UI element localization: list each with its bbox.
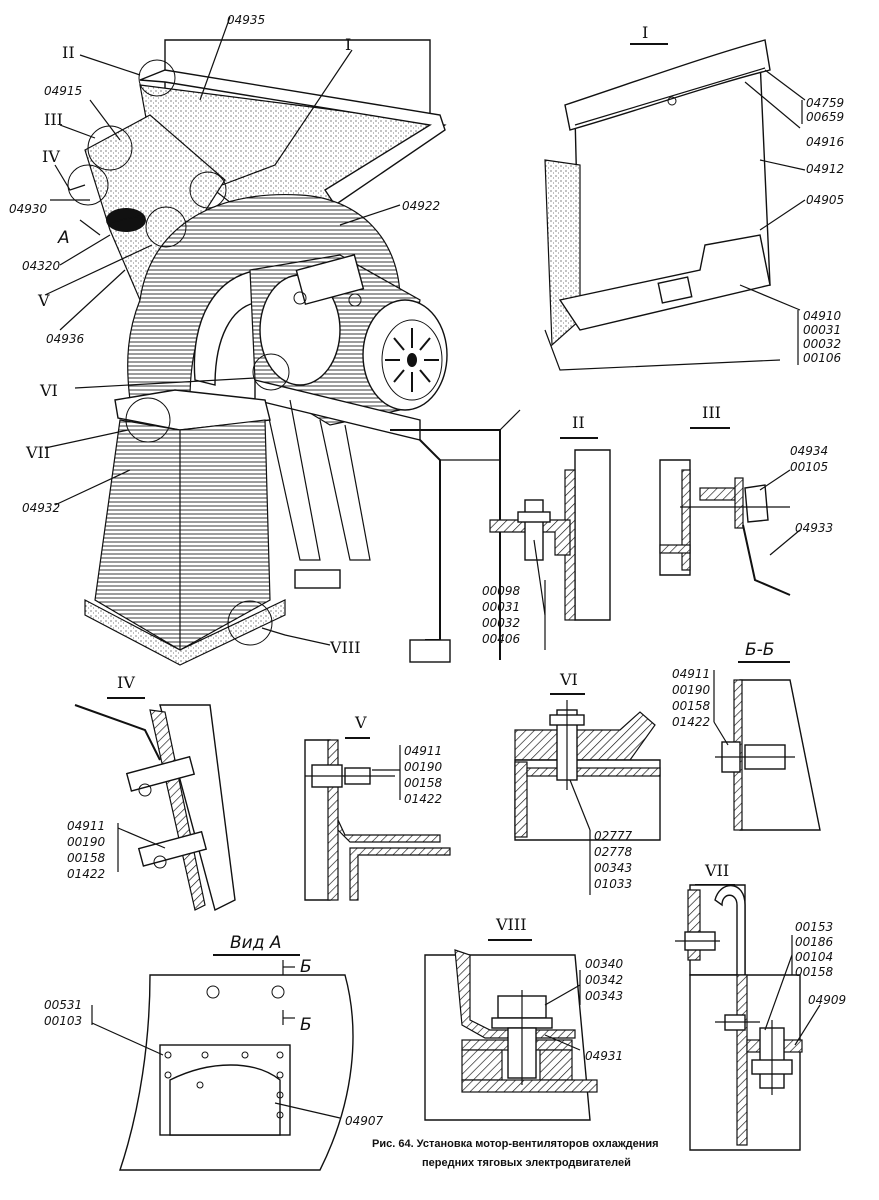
- detail-I-label-00659: 00659: [806, 110, 844, 124]
- detail-V-label-04911: 04911: [404, 744, 442, 758]
- detail-VII-label-04909: 04909: [808, 993, 846, 1007]
- view-A: Вид А Б Б 00531 00103 04907: [44, 933, 384, 1171]
- motor-fan-cover: [362, 299, 448, 411]
- ref-VIII: VIII: [329, 638, 361, 657]
- ref-I: I: [345, 35, 351, 54]
- detail-II-label-00098: 00098: [482, 584, 521, 598]
- detail-IV-label-01422: 01422: [67, 867, 105, 881]
- section-BB: Б-Б 04911 00190 00158 01422: [672, 640, 821, 831]
- section-BB-label-00190: 00190: [672, 683, 711, 697]
- detail-I-label-04759: 04759: [806, 96, 844, 110]
- detail-II-title: II: [572, 413, 585, 432]
- label-04930: 04930: [9, 202, 48, 216]
- label-04932: 04932: [22, 501, 60, 515]
- ref-VII: VII: [25, 443, 50, 462]
- view-A-section-mark-1: Б: [300, 957, 312, 977]
- detail-I-label-04912: 04912: [806, 162, 844, 176]
- detail-VI-label-00343: 00343: [594, 861, 632, 875]
- detail-VII-label-00186: 00186: [795, 935, 834, 949]
- detail-II: II 00098 00031 00032 00406: [482, 413, 611, 650]
- view-A-label-04907: 04907: [345, 1114, 384, 1128]
- label-04935: 04935: [227, 13, 265, 27]
- detail-V-title: V: [354, 713, 367, 732]
- inlet-window: [106, 208, 146, 232]
- detail-IV-label-00190: 00190: [67, 835, 106, 849]
- detail-III-label-04933: 04933: [795, 521, 833, 535]
- detail-VII: VII 00153 00186 00104 00158 04909: [675, 861, 846, 1151]
- ref-II: II: [62, 43, 75, 62]
- detail-VI-label-02777: 02777: [594, 829, 633, 843]
- caption-line-2: передних тяговых электродвигателей: [422, 1157, 631, 1169]
- detail-VIII-label-00343: 00343: [585, 989, 623, 1003]
- detail-V-label-00158: 00158: [404, 776, 443, 790]
- detail-VIII-label-00342: 00342: [585, 973, 623, 987]
- ref-III: III: [44, 110, 63, 129]
- detail-IV-title: IV: [117, 673, 135, 692]
- detail-I-title: I: [642, 23, 648, 42]
- ref-V: V: [37, 291, 50, 310]
- caption-line-1: Рис. 64. Установка мотор-вентиляторов ох…: [372, 1138, 659, 1150]
- detail-I-leaders: [739, 69, 806, 365]
- view-A-title: Вид А: [230, 933, 282, 953]
- support-frame: [254, 379, 521, 663]
- fan-cover-slots: [385, 328, 439, 392]
- terminal-box: [295, 253, 365, 306]
- detail-I: I 04759 00659 04916 04912 04905 04910 00…: [544, 23, 845, 371]
- detail-VIII: VIII 00340 00342 00343 04931: [424, 915, 624, 1121]
- detail-II-label-00032: 00032: [482, 616, 520, 630]
- section-BB-title: Б-Б: [745, 640, 774, 660]
- motor: [249, 253, 448, 426]
- detail-VI-label-02778: 02778: [594, 845, 633, 859]
- detail-V: V 04911 00190 00158 01422: [304, 713, 451, 901]
- label-04915: 04915: [44, 84, 82, 98]
- main-leaders: [44, 16, 401, 646]
- detail-III-label-04934: 04934: [790, 444, 828, 458]
- section-BB-label-04911: 04911: [672, 667, 710, 681]
- detail-IV-label-04911: 04911: [67, 819, 105, 833]
- detail-I-label-04916: 04916: [806, 135, 845, 149]
- label-04936: 04936: [46, 332, 85, 346]
- detail-III-title: III: [702, 403, 721, 422]
- detail-I-label-00031: 00031: [803, 323, 841, 337]
- detail-VIII-label-00340: 00340: [585, 957, 624, 971]
- label-view-a: A: [57, 228, 70, 248]
- detail-I-label-04910: 04910: [803, 309, 842, 323]
- figure-caption: Рис. 64. Установка мотор-вентиляторов ох…: [372, 1138, 659, 1169]
- detail-VIII-title: VIII: [495, 915, 527, 934]
- detail-I-label-00032: 00032: [803, 337, 841, 351]
- top-rail: [564, 39, 771, 131]
- view-A-section-mark-2: Б: [300, 1015, 312, 1035]
- section-BB-label-00158: 00158: [672, 699, 711, 713]
- view-A-label-00531: 00531: [44, 998, 82, 1012]
- pedestal-flange: [114, 389, 271, 431]
- detail-VI-label-01033: 01033: [594, 877, 632, 891]
- ref-VI: VI: [39, 381, 58, 400]
- detail-II-label-00031: 00031: [482, 600, 520, 614]
- detail-IV: IV 04911 00190 00158 01422: [67, 673, 236, 912]
- detail-VI-title: VI: [559, 670, 578, 689]
- detail-I-label-00106: 00106: [803, 351, 842, 365]
- detail-I-label-04905: 04905: [806, 193, 844, 207]
- detail-VII-title: VII: [704, 861, 729, 880]
- detail-VIII-label-04931: 04931: [585, 1049, 623, 1063]
- detail-II-label-00406: 00406: [482, 632, 521, 646]
- detail-VI: VI 02777 02778 00343 01033: [514, 670, 661, 895]
- detail-IV-label-00158: 00158: [67, 851, 106, 865]
- view-A-label-00103: 00103: [44, 1014, 82, 1028]
- label-04922: 04922: [402, 199, 440, 213]
- detail-VII-label-00153: 00153: [795, 920, 833, 934]
- label-04320: 04320: [22, 259, 61, 273]
- pedestal-duct: [94, 419, 271, 651]
- main-assembly-view: 04935 04915 04930 A 04320 04936 04922 04…: [9, 13, 521, 666]
- section-BB-label-01422: 01422: [672, 715, 710, 729]
- detail-VII-label-00104: 00104: [795, 950, 833, 964]
- detail-VII-label-00158: 00158: [795, 965, 834, 979]
- detail-V-label-00190: 00190: [404, 760, 443, 774]
- detail-III: III 04934 00105 04933: [659, 403, 833, 596]
- ref-IV: IV: [42, 147, 60, 166]
- detail-III-label-00105: 00105: [790, 460, 828, 474]
- detail-V-label-01422: 01422: [404, 792, 442, 806]
